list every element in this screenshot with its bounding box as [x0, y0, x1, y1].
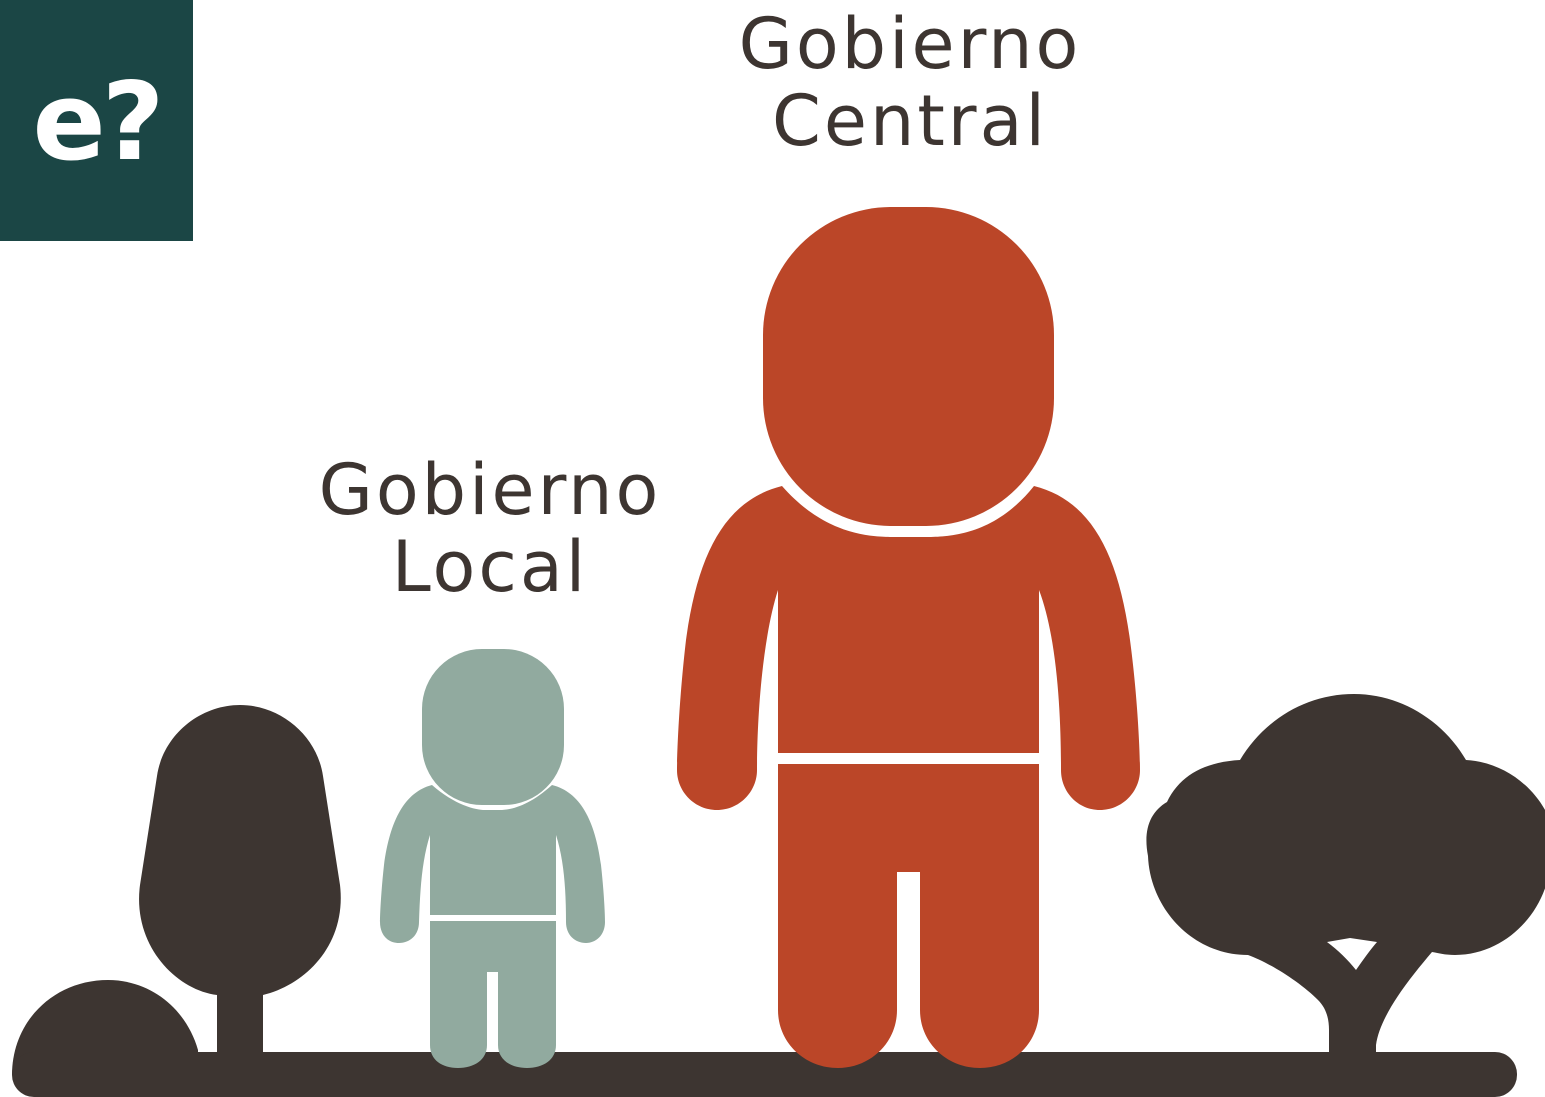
label-gobierno-local: Gobierno Local [250, 452, 730, 606]
left-tall-tree-icon [139, 705, 341, 1060]
logo-badge: e? [0, 0, 193, 241]
label-central-line1: Gobierno [738, 3, 1082, 85]
local-government-figure-icon [380, 649, 605, 1068]
logo-text: e? [32, 59, 165, 185]
right-round-tree-icon [1146, 694, 1545, 1060]
label-central-line2: Central [772, 80, 1048, 162]
left-bush-icon [12, 980, 198, 1075]
ground-line [12, 1052, 1517, 1097]
central-government-figure-icon [677, 207, 1140, 1068]
label-local-line1: Gobierno [318, 449, 662, 531]
label-gobierno-central: Gobierno Central [660, 6, 1160, 160]
label-local-line2: Local [391, 526, 589, 608]
